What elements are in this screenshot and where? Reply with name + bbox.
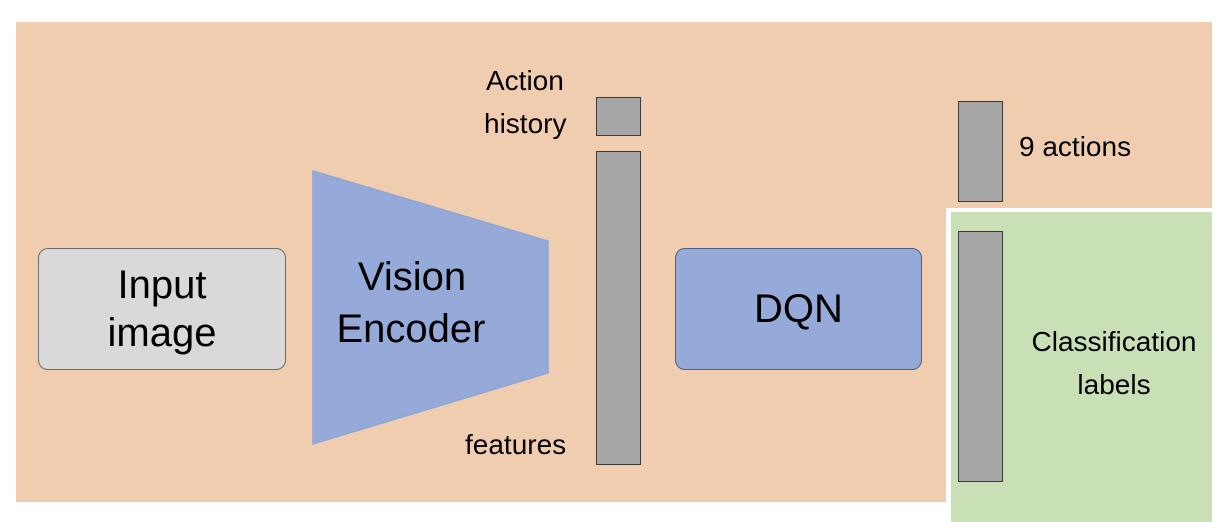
actions-output-vector: [958, 101, 1003, 202]
dqn-label: DQN: [754, 286, 843, 331]
input-image-box: Input image: [38, 248, 286, 370]
action-history-label-line2: history: [484, 108, 567, 139]
dqn-box: DQN: [675, 248, 922, 370]
classification-label-line2: labels: [1077, 369, 1151, 400]
features-vector: [596, 151, 641, 465]
classification-label: Classification labels: [1019, 320, 1209, 406]
features-label: features: [465, 429, 567, 460]
input-image-label-line2: image: [107, 311, 217, 355]
classification-label-line1: Classification: [1031, 326, 1197, 357]
vision-encoder-label-line1: Vision: [357, 255, 467, 299]
vision-encoder-label: Vision Encoder: [296, 251, 536, 355]
classification-output-vector: [958, 231, 1003, 482]
vision-encoder-label-line2: Encoder: [336, 307, 486, 351]
input-image-label-line1: Input: [117, 263, 207, 307]
action-history-vector: [596, 97, 641, 136]
actions-label: 9 actions: [1019, 131, 1132, 162]
action-history-label-line1: Action: [486, 65, 564, 96]
